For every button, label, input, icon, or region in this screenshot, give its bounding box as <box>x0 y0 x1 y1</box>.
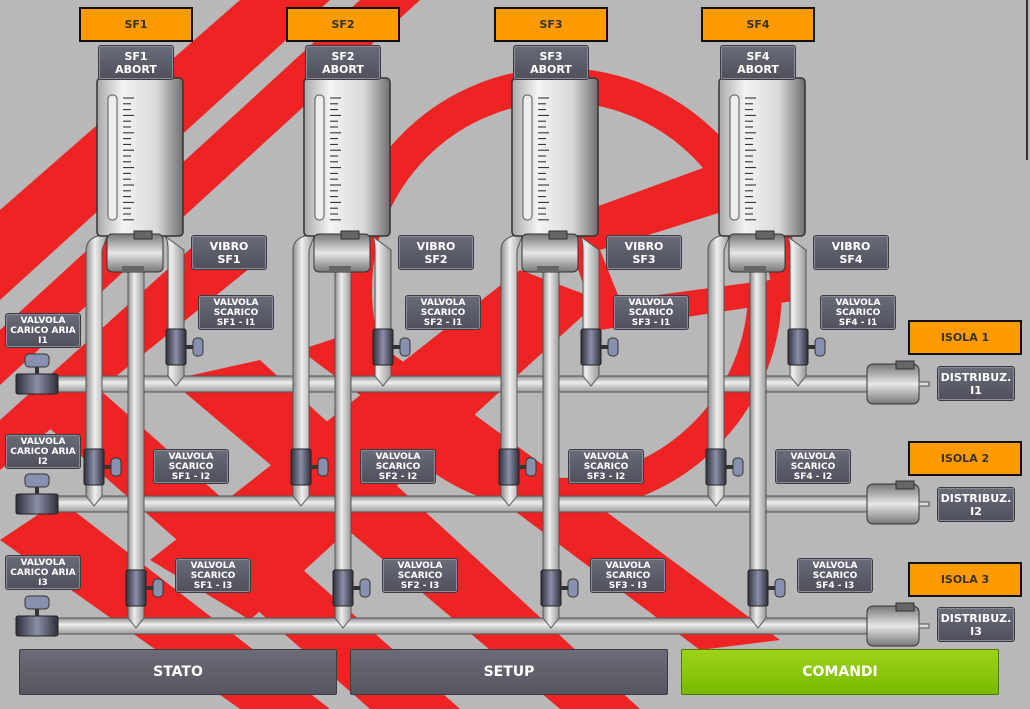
level-gauge <box>314 94 325 221</box>
comandi-button[interactable]: COMANDI <box>681 649 999 695</box>
abort-button-sf1[interactable]: SF1 ABORT <box>98 45 174 80</box>
vibro-button-sf3[interactable]: VIBRO SF3 <box>606 235 682 270</box>
distrib-i1-button[interactable]: DISTRIBUZ. I1 <box>937 366 1015 401</box>
valve-scarico-sf3-i2-button[interactable]: VALVOLA SCARICO SF3 - I2 <box>568 449 644 484</box>
setup-button[interactable]: SETUP <box>350 649 668 695</box>
vertical-pipe <box>500 233 524 507</box>
distrib-i3-button[interactable]: DISTRIBUZ. I3 <box>937 607 1015 642</box>
vertical-pipe <box>542 233 560 629</box>
abort-button-sf3[interactable]: SF3 ABORT <box>513 45 589 80</box>
discharge-valve-icon <box>705 448 727 486</box>
silo-header-sf3: SF3 <box>494 7 608 42</box>
vibro-button-sf1[interactable]: VIBRO SF1 <box>191 235 267 270</box>
abort-button-sf2[interactable]: SF2 ABORT <box>305 45 381 80</box>
discharge-valve-icon <box>540 569 562 607</box>
distrib-i2-button[interactable]: DISTRIBUZ. I2 <box>937 487 1015 522</box>
distribution-motor-icon <box>866 605 920 647</box>
valve-scarico-sf2-i3-button[interactable]: VALVOLA SCARICO SF2 - I3 <box>382 558 458 593</box>
valve-scarico-sf2-i1-button[interactable]: VALVOLA SCARICO SF2 - I1 <box>405 295 481 330</box>
isola-1-header: ISOLA 1 <box>908 320 1022 355</box>
discharge-valve-icon <box>580 328 602 366</box>
vertical-pipe <box>127 233 145 629</box>
valve-scarico-sf3-i3-button[interactable]: VALVOLA SCARICO SF3 - I3 <box>590 558 666 593</box>
discharge-valve-icon <box>125 569 147 607</box>
valve-scarico-sf3-i1-button[interactable]: VALVOLA SCARICO SF3 - I1 <box>613 295 689 330</box>
discharge-valve-icon <box>787 328 809 366</box>
valve-scarico-sf1-i2-button[interactable]: VALVOLA SCARICO SF1 - I2 <box>153 449 229 484</box>
level-gauge <box>729 94 740 221</box>
silo-header-sf1: SF1 <box>79 7 193 42</box>
pipe-line-i3 <box>19 617 873 635</box>
discharge-valve-icon <box>372 328 394 366</box>
valve-carico-aria-i3-button[interactable]: VALVOLA CARICO ARIA I3 <box>5 555 81 590</box>
valve-carico-aria-i2-button[interactable]: VALVOLA CARICO ARIA I2 <box>5 434 81 469</box>
discharge-valve-icon <box>747 569 769 607</box>
vertical-pipe <box>334 233 352 629</box>
silo-header-sf2: SF2 <box>286 7 400 42</box>
vibro-button-sf4[interactable]: VIBRO SF4 <box>813 235 889 270</box>
level-gauge <box>522 94 533 221</box>
air-valve-icon <box>15 615 59 637</box>
abort-button-sf4[interactable]: SF4 ABORT <box>720 45 796 80</box>
discharge-valve-icon <box>165 328 187 366</box>
valve-scarico-sf1-i3-button[interactable]: VALVOLA SCARICO SF1 - I3 <box>175 558 251 593</box>
level-gauge <box>107 94 118 221</box>
air-valve-icon <box>15 493 59 515</box>
isola-3-header: ISOLA 3 <box>908 562 1022 597</box>
silo-header-sf4: SF4 <box>701 7 815 42</box>
vertical-pipe <box>749 233 767 629</box>
discharge-valve-icon <box>290 448 312 486</box>
stato-button[interactable]: STATO <box>19 649 337 695</box>
valve-scarico-sf4-i1-button[interactable]: VALVOLA SCARICO SF4 - I1 <box>820 295 896 330</box>
pipe-line-i1 <box>19 375 873 393</box>
valve-scarico-sf2-i2-button[interactable]: VALVOLA SCARICO SF2 - I2 <box>360 449 436 484</box>
discharge-valve-icon <box>83 448 105 486</box>
vertical-pipe <box>707 233 731 507</box>
isola-2-header: ISOLA 2 <box>908 441 1022 476</box>
distribution-motor-icon <box>866 363 920 405</box>
vertical-pipe <box>85 233 109 507</box>
window-edge <box>1026 0 1028 160</box>
air-valve-icon <box>15 373 59 395</box>
vibro-button-sf2[interactable]: VIBRO SF2 <box>398 235 474 270</box>
distribution-motor-icon <box>866 483 920 525</box>
valve-scarico-sf4-i3-button[interactable]: VALVOLA SCARICO SF4 - I3 <box>797 558 873 593</box>
vertical-pipe <box>292 233 316 507</box>
valve-scarico-sf4-i2-button[interactable]: VALVOLA SCARICO SF4 - I2 <box>775 449 851 484</box>
valve-scarico-sf1-i1-button[interactable]: VALVOLA SCARICO SF1 - I1 <box>198 295 274 330</box>
discharge-valve-icon <box>332 569 354 607</box>
pipe-line-i2 <box>19 495 873 513</box>
discharge-valve-icon <box>498 448 520 486</box>
valve-carico-aria-i1-button[interactable]: VALVOLA CARICO ARIA I1 <box>5 313 81 348</box>
